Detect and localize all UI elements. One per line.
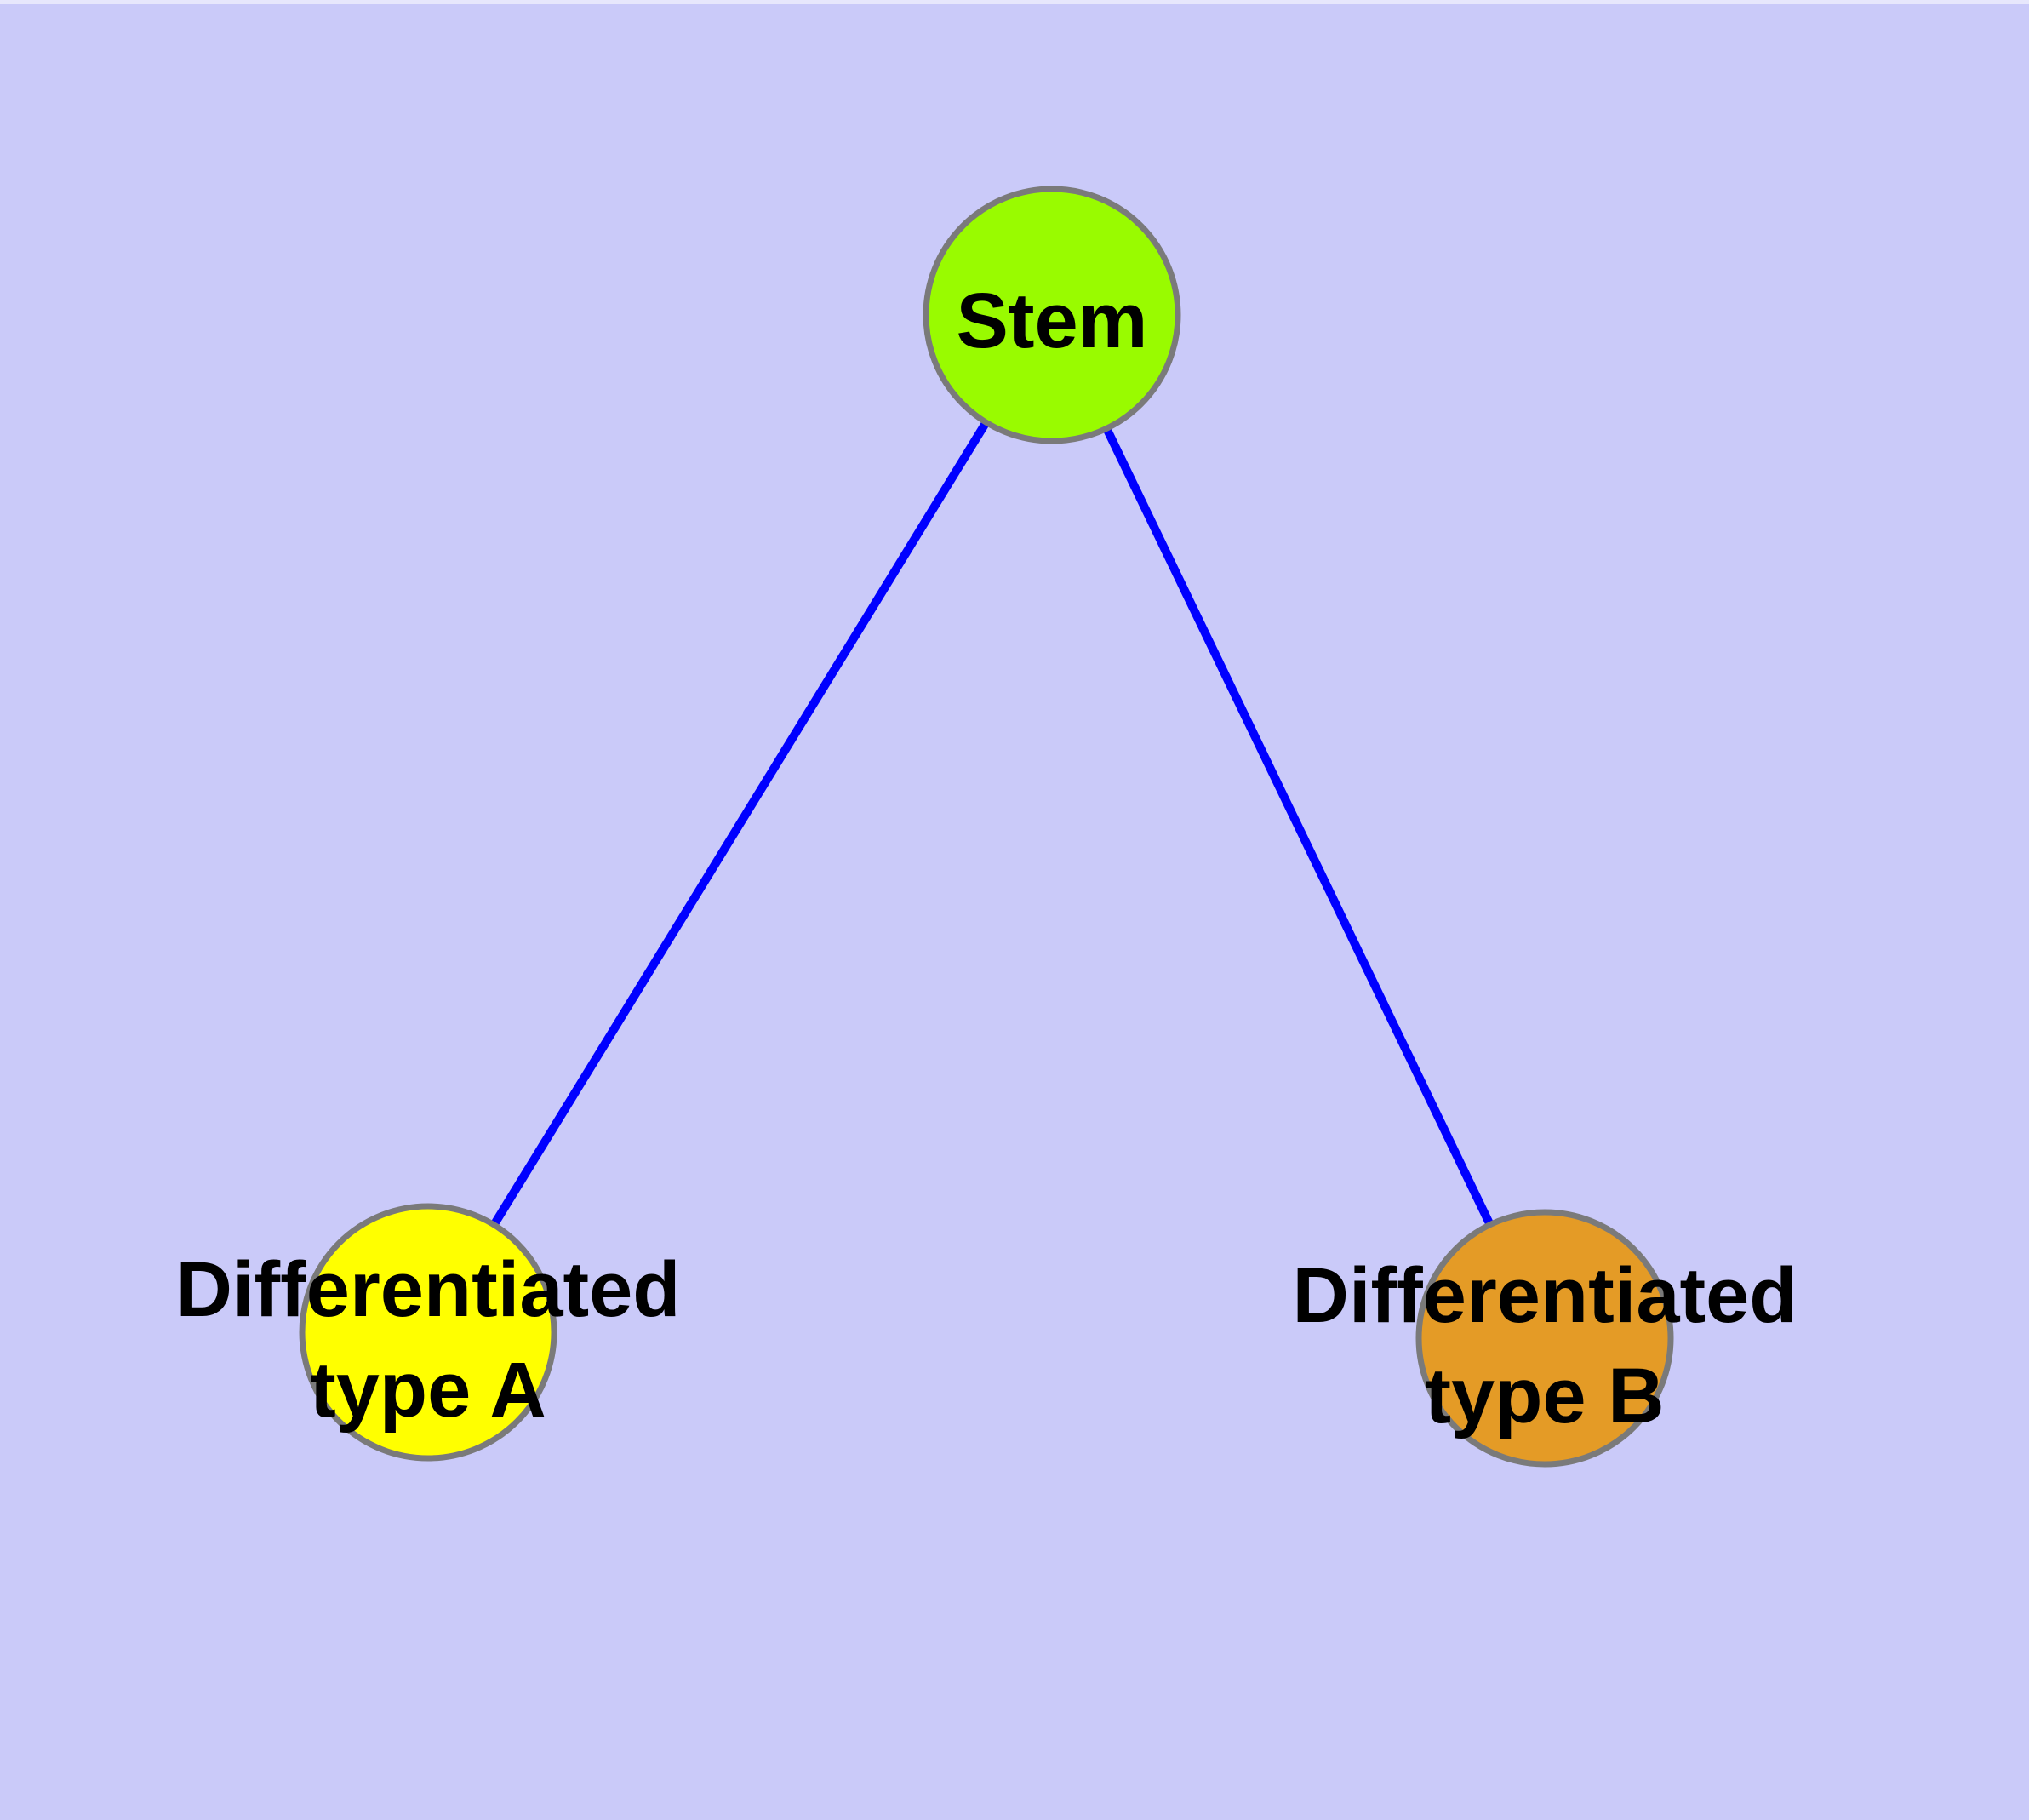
node-type-a-label: Differentiated type A (176, 1246, 681, 1434)
node-differentiated-type-b (1415, 1209, 1674, 1468)
node-stem (923, 186, 1181, 444)
node-differentiated-type-a (299, 1203, 557, 1462)
node-type-b-label-line1: Differentiated (1293, 1252, 1798, 1339)
node-type-b-label-line2: type B (1425, 1353, 1664, 1439)
edge-stem-to-type-a (424, 312, 1056, 1335)
edge-stem-to-type-b (1048, 312, 1549, 1341)
node-type-a-label-line2: type A (310, 1347, 546, 1434)
node-stem-label: Stem (957, 278, 1148, 364)
node-type-a-label-line1: Differentiated (176, 1246, 681, 1333)
node-type-b-label: Differentiated type B (1293, 1252, 1798, 1439)
